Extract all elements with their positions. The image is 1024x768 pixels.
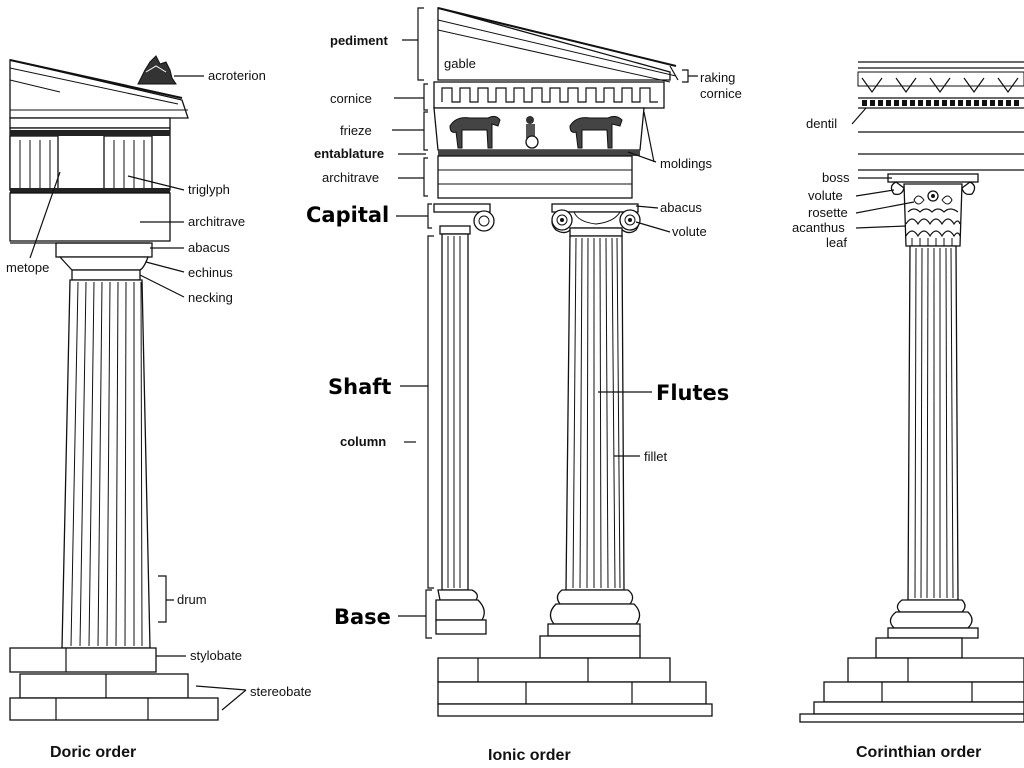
label-shaft: Shaft <box>328 375 391 399</box>
label-frieze: frieze <box>340 123 372 138</box>
caption-ionic-order: Ionic order <box>488 747 571 764</box>
label-capital: Capital <box>306 203 389 227</box>
label-rosette: rosette <box>808 205 848 220</box>
label-leaf: leaf <box>826 235 847 250</box>
caption-doric-order: Doric order <box>50 744 136 761</box>
label-column: column <box>340 434 386 449</box>
label-stylobate: stylobate <box>190 648 242 663</box>
label-abacus: abacus <box>660 200 702 215</box>
label-raking-line2: cornice <box>700 86 742 101</box>
corinthian-column-drawing <box>799 61 1024 723</box>
corinthian-flutes <box>914 247 954 599</box>
label-flutes: Flutes <box>656 381 729 405</box>
ionic-main-capital <box>551 203 641 237</box>
label-base: Base <box>334 605 391 629</box>
corinthian-capital <box>887 173 979 247</box>
label-stereobate: stereobate <box>250 684 311 699</box>
label-moldings: moldings <box>660 156 713 171</box>
ionic-temple-drawing <box>433 7 713 717</box>
label-echinus: echinus <box>188 265 233 280</box>
label-volute: volute <box>672 224 707 239</box>
label-acroterion: acroterion <box>208 68 266 83</box>
corinthian-labels: dentil boss volute rosette acanthus leaf… <box>792 116 981 761</box>
label-necking: necking <box>188 290 233 305</box>
ionic-labels: pediment gable raking cornice cornice fr… <box>306 33 742 764</box>
label-entablature: entablature <box>314 146 384 161</box>
doric-column-drawing <box>9 55 219 721</box>
doric-labels: acroterion triglyph architrave abacus me… <box>6 68 311 761</box>
label-volute: volute <box>808 188 843 203</box>
label-metope: metope <box>6 260 49 275</box>
ionic-left-capital <box>433 203 495 235</box>
doric-leader-lines <box>10 75 247 711</box>
label-raking-line1: raking <box>700 70 735 85</box>
label-acanthus: acanthus <box>792 220 845 235</box>
label-fillet: fillet <box>644 449 668 464</box>
doric-flutes <box>70 281 143 647</box>
label-drum: drum <box>177 592 207 607</box>
label-pediment: pediment <box>330 33 388 48</box>
corinthian-leader-lines <box>851 107 915 229</box>
label-boss: boss <box>822 170 850 185</box>
ionic-brackets-and-leaders <box>392 7 698 639</box>
label-triglyph: triglyph <box>188 182 230 197</box>
acroterion-ornament <box>137 55 177 85</box>
frieze-relief <box>449 115 623 149</box>
ionic-flutes <box>572 237 621 589</box>
label-dentil: dentil <box>806 116 837 131</box>
label-architrave: architrave <box>322 170 379 185</box>
caption-corinthian-order: Corinthian order <box>856 744 981 761</box>
label-gable: gable <box>444 56 476 71</box>
dentil-row <box>862 100 1019 106</box>
label-architrave: architrave <box>188 214 245 229</box>
label-abacus: abacus <box>188 240 230 255</box>
label-cornice: cornice <box>330 91 372 106</box>
